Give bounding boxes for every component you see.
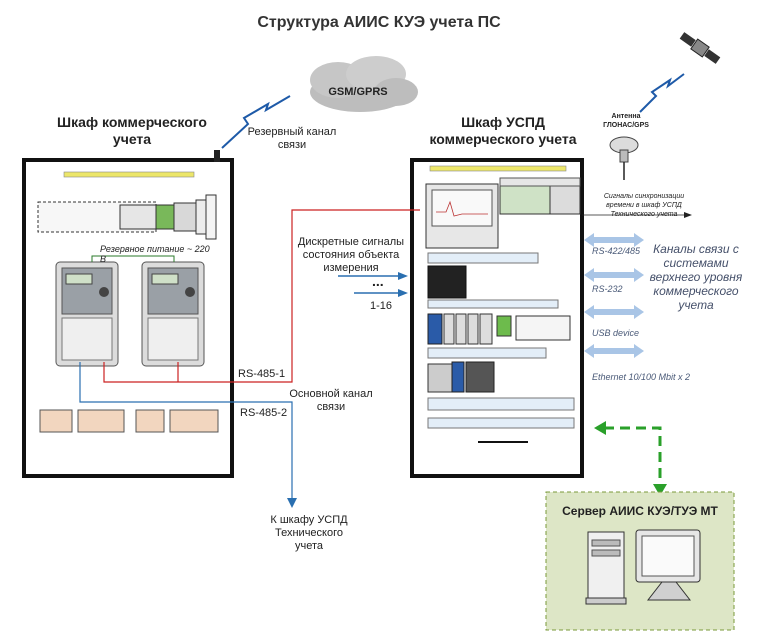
server-label: Сервер АИИС КУЭ/ТУЭ МТ (562, 504, 718, 518)
gps-receiver-modules (499, 177, 581, 215)
main-channel-label: Основной канал связи (289, 388, 373, 413)
left-din-rail (37, 194, 217, 240)
server-tower-icon (585, 531, 627, 605)
rs485-1-label: RS-485-1 (238, 368, 286, 380)
reserve-channel-label: Резервный канал связи (247, 126, 337, 151)
discrete-module (427, 265, 467, 299)
to-tech-cabinet-label: К шкафу УСПД Технического учета (270, 514, 348, 552)
uspd-unit (425, 183, 499, 249)
discrete-dots: ... (372, 273, 384, 289)
power-supply (427, 361, 495, 393)
antenna-label: Антенна ГЛОНАС/GPS (603, 113, 649, 129)
monitor-icon (635, 529, 701, 601)
diagram-title: Структура АИИС КУЭ учета ПС (257, 14, 501, 31)
meter-2 (141, 261, 205, 367)
discrete-range: 1-16 (370, 300, 393, 312)
breakers (427, 313, 571, 345)
left-terminal-blocks (39, 409, 219, 433)
cloud (310, 56, 418, 112)
upper-channels-label: Каналы связи с системами верхнего уровня… (649, 242, 743, 312)
server-link (594, 421, 667, 496)
left-antenna (214, 150, 220, 162)
satellite-icon (679, 32, 721, 64)
gps-antenna-icon (609, 136, 639, 180)
interface-rs232: RS-232 (592, 284, 623, 294)
rs485-2-line (79, 362, 293, 500)
right-cabinet (410, 158, 584, 478)
interface-arrows (584, 233, 644, 358)
lightning-left (221, 95, 291, 149)
right-cabinet-title: Шкаф УСПД коммерческого учета (429, 114, 577, 147)
server-box (545, 491, 735, 631)
reserve-power-label: Резервное питание ~ 220 В (100, 244, 210, 264)
left-cabinet (22, 150, 234, 478)
rs485-1-line (103, 209, 420, 383)
left-lamp (63, 171, 195, 178)
discrete-signals-label: Дискретные сигналы состояния объекта изм… (297, 236, 405, 274)
rs485-2-arrowhead (287, 498, 297, 508)
lightning-right (639, 73, 685, 113)
right-lamp (429, 165, 567, 172)
sync-signals-label: Сигналы синхронизации времени в шкаф УСП… (603, 193, 685, 218)
interface-ethernet: Ethernet 10/100 Mbit x 2 (592, 372, 691, 382)
meter-1 (55, 261, 119, 367)
left-cabinet-title: Шкаф коммерческого учета (57, 114, 207, 147)
interface-rs422: RS-422/485 (592, 246, 641, 256)
interface-usb: USB device (592, 328, 640, 338)
meter-wiring (91, 255, 175, 262)
cloud-label: GSM/GPRS (328, 86, 388, 98)
rs485-2-label: RS-485-2 (240, 407, 288, 419)
